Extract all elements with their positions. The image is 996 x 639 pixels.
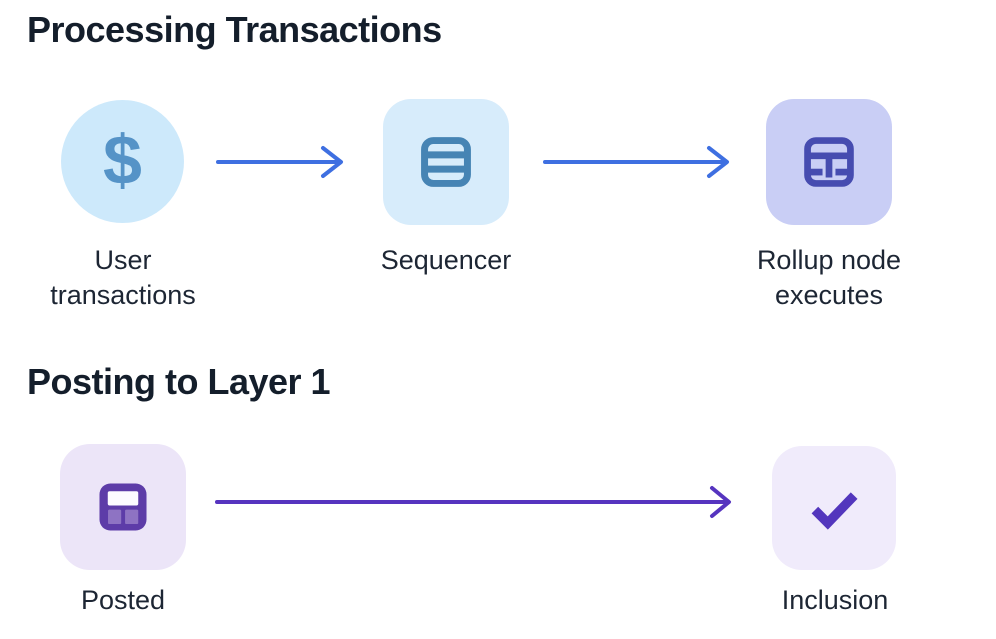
node-posted (60, 444, 186, 570)
section-title-processing-transactions: Processing Transactions (27, 9, 442, 50)
check-icon (811, 492, 858, 530)
table-rows-split-icon (804, 137, 854, 187)
arrow-right-icon (215, 486, 731, 518)
node-label-inclusion: Inclusion (781, 585, 889, 615)
node-label-sequencer: Sequencer (380, 245, 512, 275)
table-layout-icon (99, 483, 147, 531)
node-label-rollup-executes: Rollup node executes (756, 245, 902, 310)
node-label-user-transactions: User transactions (50, 245, 196, 310)
node-rollup-executes (766, 99, 892, 225)
dollar-sign-icon: $ (103, 120, 142, 199)
node-sequencer (383, 99, 509, 225)
section-title-posting-layer1: Posting to Layer 1 (27, 361, 331, 402)
arrow-right-icon (543, 146, 729, 178)
node-inclusion (772, 446, 896, 570)
node-user-transactions: $ (61, 100, 184, 223)
rows-stack-icon (421, 137, 471, 187)
arrow-right-icon (216, 146, 343, 178)
node-label-posted: Posted (80, 585, 166, 615)
